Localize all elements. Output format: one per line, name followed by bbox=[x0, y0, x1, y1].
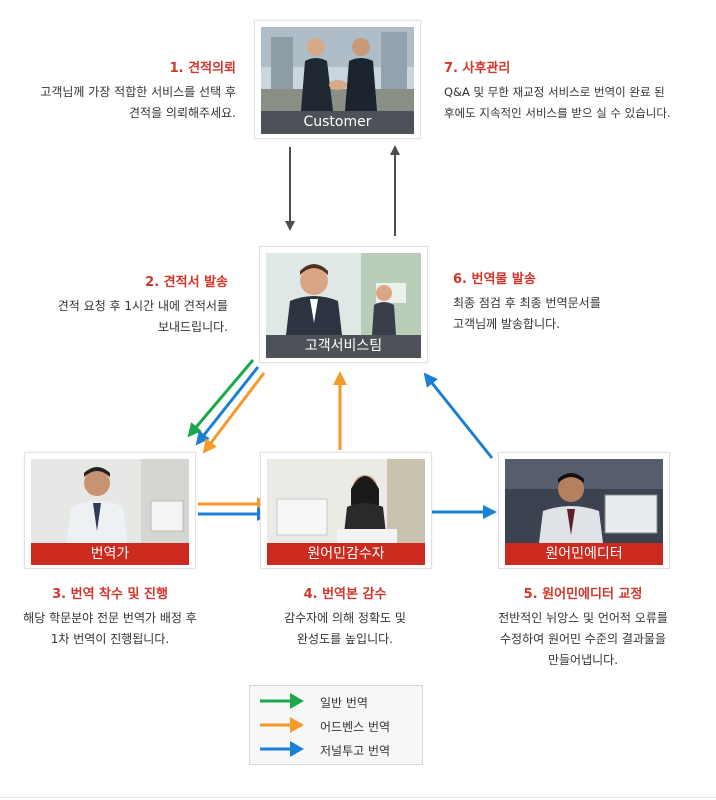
step-1-line-2: 견적을 의뢰해주세요. bbox=[129, 106, 236, 120]
native-reviewer-node: 원어민감수자 bbox=[260, 452, 432, 569]
step-7-line-2: 후에도 지속적인 서비스를 받으 실 수 있습니다. bbox=[444, 106, 671, 120]
translator-label: 번역가 bbox=[31, 543, 189, 565]
translator-photo bbox=[31, 459, 189, 543]
step-2: 2. 견적서 발송 견적 요청 후 1시간 내에 견적서를 보내드립니다. bbox=[0, 272, 228, 338]
customer-node: Customer bbox=[254, 20, 421, 139]
step-4-line-1: 감수자에 의해 정확도 및 bbox=[284, 611, 406, 625]
step-7: 7. 사후관리 Q&A 및 무한 재교정 서비스로 번역이 완료 된 후에도 지… bbox=[444, 58, 716, 124]
legend-audience: 어드벤스 번역 bbox=[250, 716, 422, 736]
legend-journal-label: 저널투고 번역 bbox=[320, 744, 391, 758]
step-6-line-1: 최종 점검 후 최종 번역문서를 bbox=[453, 296, 601, 310]
step-5-title: 5. 원어민에디터 교정 bbox=[523, 587, 643, 602]
arrow-green-cs-to-translator bbox=[187, 359, 255, 438]
step-1-title: 1. 견적의뢰 bbox=[169, 61, 236, 76]
arrow-blue-cs-to-translator bbox=[195, 366, 260, 446]
cs-team-node: 고객서비스팀 bbox=[259, 246, 428, 363]
step-1: 1. 견적의뢰 고객님께 가장 적합한 서비스를 선택 후 견적을 의뢰해주세요… bbox=[0, 58, 236, 124]
legend-audience-label: 어드벤스 번역 bbox=[320, 720, 391, 734]
step-7-title: 7. 사후관리 bbox=[444, 61, 511, 76]
step-4-title: 4. 번역본 감수 bbox=[303, 587, 387, 602]
cs-team-label: 고객서비스팀 bbox=[266, 335, 421, 358]
step-3-line-1: 해당 학문분야 전문 번역가 배정 후 bbox=[23, 611, 197, 625]
customer-photo bbox=[261, 27, 414, 111]
step-6-line-2: 고객님께 발송합니다. bbox=[453, 317, 560, 331]
step-5-line-2: 수정하여 원어민 수준의 결과물을 bbox=[499, 632, 666, 646]
green-arrow-icon bbox=[260, 693, 304, 709]
step-2-line-2: 보내드립니다. bbox=[157, 320, 228, 334]
step-2-line-1: 견적 요청 후 1시간 내에 견적서를 bbox=[57, 299, 228, 313]
legend-general-label: 일반 번역 bbox=[320, 696, 368, 710]
bottom-divider bbox=[0, 797, 716, 798]
customer-label: Customer bbox=[261, 111, 414, 134]
native-reviewer-photo bbox=[267, 459, 425, 543]
step-5: 5. 원어민에디터 교정 전반적인 뉘앙스 및 언어적 오류를 수정하여 원어민… bbox=[470, 584, 696, 671]
translator-node: 번역가 bbox=[24, 452, 196, 569]
native-reviewer-label: 원어민감수자 bbox=[267, 543, 425, 565]
step-5-line-3: 만들어냅니다. bbox=[547, 653, 619, 667]
legend-general: 일반 번역 bbox=[250, 692, 422, 712]
legend-journal: 저널투고 번역 bbox=[250, 740, 422, 760]
step-3-line-2: 1차 번역이 진행됩니다. bbox=[50, 632, 170, 646]
step-7-line-1: Q&A 및 무한 재교정 서비스로 번역이 완료 된 bbox=[444, 85, 665, 99]
blue-arrow-icon bbox=[260, 741, 304, 757]
orange-arrow-icon bbox=[260, 717, 304, 733]
native-editor-node: 원어민에디터 bbox=[498, 452, 670, 569]
arrow-orange-cs-to-translator bbox=[202, 372, 266, 454]
step-4-line-2: 완성도를 높입니다. bbox=[297, 632, 393, 646]
arrow-blue-editor-to-cs bbox=[423, 372, 494, 459]
native-editor-label: 원어민에디터 bbox=[505, 543, 663, 565]
cs-team-photo bbox=[266, 253, 421, 335]
step-6-title: 6. 번역물 발송 bbox=[453, 272, 536, 287]
step-4: 4. 번역본 감수 감수자에 의해 정확도 및 완성도를 높입니다. bbox=[250, 584, 440, 650]
step-1-line-1: 고객님께 가장 적합한 서비스를 선택 후 bbox=[40, 85, 236, 99]
step-3-title: 3. 번역 착수 및 진행 bbox=[52, 587, 168, 602]
step-5-line-1: 전반적인 뉘앙스 및 언어적 오류를 bbox=[498, 611, 668, 625]
legend: 일반 번역 어드벤스 번역 저널투고 번역 bbox=[249, 685, 423, 765]
step-2-title: 2. 견적서 발송 bbox=[145, 275, 228, 290]
step-3: 3. 번역 착수 및 진행 해당 학문분야 전문 번역가 배정 후 1차 번역이… bbox=[0, 584, 220, 650]
step-6: 6. 번역물 발송 최종 점검 후 최종 번역문서를 고객님께 발송합니다. bbox=[453, 269, 703, 335]
native-editor-photo bbox=[505, 459, 663, 543]
